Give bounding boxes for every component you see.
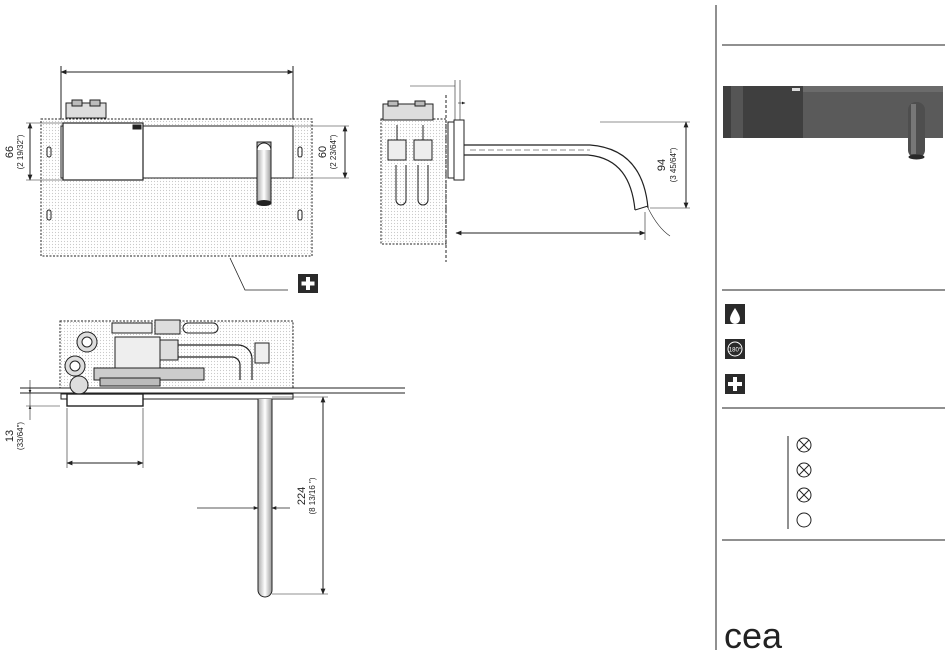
- water-drop-icon: [725, 304, 745, 324]
- side-view: [381, 80, 690, 262]
- dim-66-mm: 66: [4, 146, 16, 158]
- brand-logo: cea: [724, 615, 783, 655]
- product-photo: [723, 86, 943, 160]
- options-list: [788, 436, 811, 529]
- dim-13-mm: 13: [4, 430, 16, 442]
- crossed-circle-icon: [797, 438, 811, 452]
- front-view: [26, 66, 349, 290]
- dim-13-inch: (33/64"): [16, 422, 25, 451]
- dim-224-inch: (8 13/16 "): [308, 477, 317, 514]
- dim-94-inch: (3 45/64"): [669, 147, 678, 182]
- crossed-circle-icon: [797, 488, 811, 502]
- plus-icon: [298, 274, 318, 293]
- empty-circle-icon: [797, 513, 811, 527]
- dim-224-mm: 224: [296, 487, 308, 505]
- dim-60-inch: (2 23/64"): [329, 134, 338, 169]
- rotation-180-icon: 180°: [725, 339, 745, 359]
- plan-view: [20, 320, 405, 597]
- rotation-180-label: 180°: [729, 348, 742, 354]
- crossed-circle-icon: [797, 463, 811, 477]
- plus-icon: [725, 374, 745, 394]
- dim-66-inch: (2 19/32"): [16, 134, 25, 169]
- dim-60-mm: 60: [317, 146, 329, 158]
- dim-94-mm: 94: [656, 159, 668, 171]
